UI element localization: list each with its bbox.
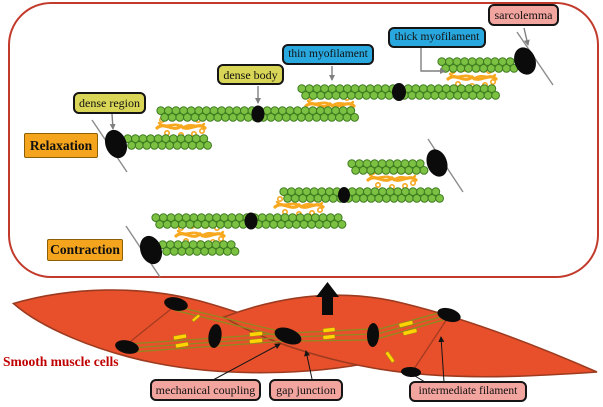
gap-junction-bar [385, 351, 395, 363]
gap-junction-bar [398, 320, 414, 328]
label-arrow [109, 113, 116, 130]
intermediate-filament-line [173, 309, 284, 338]
dense-region-shape [104, 129, 128, 159]
gap-junction-bar [173, 333, 187, 341]
gap-junction-bar [402, 328, 418, 336]
dense-region-shape [139, 235, 163, 265]
smooth-muscle-cell-2 [222, 294, 598, 378]
label-arrow [420, 48, 446, 74]
label-relaxation: Relaxation [24, 133, 98, 158]
gap-junction-bar [175, 341, 189, 349]
label-thin-myofilament: thin myofilament [282, 44, 374, 65]
up-arrow [316, 282, 339, 315]
label-thick-myofilament: thick myofilament [388, 27, 486, 48]
thin-myofilament-chain [279, 187, 445, 203]
intermediate-filament-line [130, 308, 172, 342]
gap-junction-bar [191, 314, 201, 322]
label-dense-body: dense body [217, 64, 284, 85]
label-intermediate-filament: intermediate filament [409, 381, 527, 402]
cell-dense-area [208, 324, 222, 348]
dense-body-shape [338, 187, 350, 203]
dense-region-shape [426, 149, 448, 177]
intermediate-filament-line [290, 339, 370, 342]
label-gap-junction: gap junction [269, 379, 343, 401]
label-mechanical-coupling: mechanical coupling [150, 379, 261, 401]
thin-myofilament-chain [158, 240, 240, 256]
dense-body-shape [251, 105, 265, 123]
pointer-line [212, 343, 281, 381]
thin-myofilament-chain [437, 57, 519, 73]
dense-body-shape [244, 212, 258, 230]
cell-dense-area [401, 366, 421, 378]
thin-myofilament-chain [123, 134, 213, 150]
gap-junction-bar [322, 327, 336, 333]
gap-junction-bar [322, 334, 336, 340]
cell-dense-area [274, 327, 302, 345]
intermediate-filament-line [376, 317, 451, 340]
intermediate-filament-line [177, 306, 288, 334]
label-arrow [523, 27, 530, 46]
pointer-line [438, 336, 445, 383]
intermediate-filament-line [131, 340, 288, 353]
pointer-line [304, 350, 313, 380]
gap-junction-bar [249, 338, 263, 344]
label-sarcolemma: sarcolemma [488, 4, 559, 26]
cell-dense-area [115, 340, 139, 354]
intermediate-filament-line [413, 318, 448, 370]
cell-dense-area [366, 323, 380, 347]
label-contraction: Contraction [47, 239, 123, 261]
label-smooth-muscle-cells: Smooth muscle cells [3, 354, 119, 369]
panel-border [8, 2, 599, 278]
dense-region-shape [514, 47, 536, 75]
cell-dense-area [164, 297, 188, 311]
dense-body-shape [392, 83, 406, 101]
cell-dense-area [437, 307, 461, 323]
gap-junction-bar [249, 331, 263, 337]
thin-myofilament-chain [347, 159, 429, 175]
label-dense-region: dense region [73, 92, 146, 114]
